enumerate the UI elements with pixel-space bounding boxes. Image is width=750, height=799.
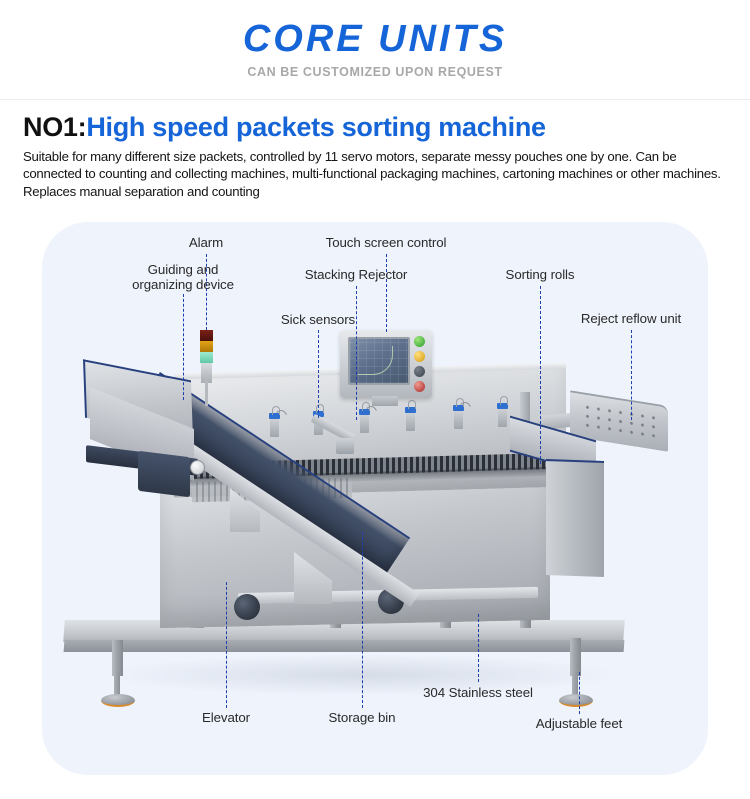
callout-adjustable-feet: Adjustable feet (535, 716, 623, 731)
sick-sensor (453, 398, 464, 429)
guiding-device-motor (138, 450, 190, 498)
sick-sensor (405, 400, 416, 431)
leader-line-reject-reflow (631, 330, 632, 420)
product-title-block: NO1:High speed packets sorting machine S… (23, 112, 729, 200)
leader-line-touch-screen (386, 254, 387, 332)
leader-line-elevator (226, 582, 227, 708)
adjustable-foot-stem (572, 672, 578, 698)
alarm-light-amber (200, 341, 213, 352)
sick-sensor (269, 406, 280, 437)
alarm-tower-pole (205, 380, 208, 406)
product-number: NO1: (23, 112, 87, 142)
machine-leg (112, 640, 123, 676)
callout-storage-bin: Storage bin (328, 710, 396, 725)
alarm-tower-light (200, 330, 213, 383)
sick-sensor (359, 402, 370, 433)
adjustable-foot-pad (101, 694, 135, 707)
leader-line-stainless-steel (478, 614, 479, 682)
callout-elevator: Elevator (202, 710, 250, 725)
product-description: Suitable for many different size packets… (23, 148, 721, 199)
callout-guiding-and-organizing-device: Guiding and organizing device (132, 262, 234, 293)
leader-line-sorting-rolls (540, 286, 541, 464)
callout-stacking-rejector: Stacking Rejector (304, 267, 408, 282)
sensor-cable (274, 410, 288, 420)
sick-sensor (497, 396, 508, 427)
callout-alarm: Alarm (188, 235, 224, 250)
emergency-stop-button[interactable] (414, 381, 425, 392)
machine-diagram-panel: Guiding and organizing device Alarm Sick… (42, 222, 708, 775)
machine-illustration (42, 222, 708, 775)
control-button-cluster[interactable] (414, 336, 428, 396)
page-header: CORE UNITS CAN BE CUSTOMIZED UPON REQUES… (0, 0, 750, 100)
adjustable-foot-stem (114, 672, 120, 698)
stacking-rejector-head (336, 438, 354, 454)
drive-motor (234, 594, 260, 620)
header-title: CORE UNITS (242, 17, 508, 60)
leader-line-alarm (206, 254, 207, 330)
alarm-tower-base (201, 363, 212, 383)
touch-screen-stand (372, 396, 398, 406)
leader-line-guiding-device (183, 294, 184, 400)
sensor-cable (458, 402, 472, 412)
adjustable-foot-pad (559, 694, 593, 707)
touch-screen-display[interactable] (348, 337, 410, 385)
start-button-green[interactable] (414, 336, 425, 347)
callout-reject-reflow-unit: Reject reflow unit (580, 311, 682, 326)
callout-sorting-rolls: Sorting rolls (505, 267, 575, 282)
callout-sick-sensors: Sick sensors (280, 312, 356, 327)
page-title: NO1:High speed packets sorting machine (23, 112, 729, 144)
reflow-support-post (520, 392, 530, 422)
selector-switch[interactable] (414, 366, 425, 377)
alarm-light-green (200, 352, 213, 363)
product-name: High speed packets sorting machine (86, 112, 546, 142)
reflow-column (546, 458, 604, 578)
leader-line-stacking-rejector (356, 286, 357, 420)
callout-304-stainless-steel: 304 Stainless steel (423, 685, 533, 700)
header-subtitle: CAN BE CUSTOMIZED UPON REQUEST (247, 65, 503, 80)
leader-line-sick-sensors (318, 330, 319, 418)
leader-line-storage-bin (362, 532, 363, 708)
alarm-light-red (200, 330, 213, 341)
sensor-cable (364, 406, 378, 416)
base-table-edge (63, 640, 625, 652)
leader-line-adjustable-feet (579, 672, 580, 714)
status-button-amber[interactable] (414, 351, 425, 362)
pressure-gauge (190, 460, 205, 475)
touch-screen-grid (350, 339, 408, 383)
callout-touch-screen-control: Touch screen control (325, 235, 447, 250)
machine-leg (570, 638, 581, 676)
